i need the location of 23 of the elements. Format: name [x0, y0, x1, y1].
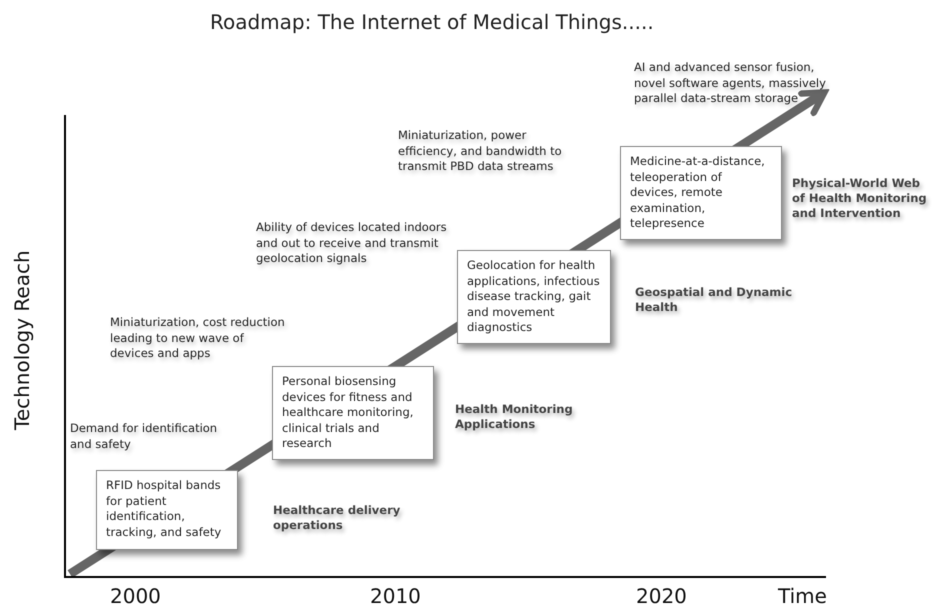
category-label: Geospatial and Dynamic Health — [635, 285, 794, 315]
driver-note: Miniaturization, cost reduction leading to new wave of devices and apps — [110, 315, 286, 362]
milestone-text: Geolocation for health applications, infectious disease tracking, gait and movement diagnostics — [467, 258, 601, 336]
driver-note: Demand for identification and safety — [70, 421, 218, 452]
milestone-box — [272, 366, 434, 460]
milestone-text: Medicine-at-a-distance, teleoperation of devices, remote examination, telepresence — [630, 154, 766, 232]
axis-title: Time — [778, 584, 827, 608]
chart-title: Roadmap: The Internet of Medical Things..... — [210, 10, 654, 34]
category-label: Health Monitoring Applications — [455, 402, 574, 432]
milestone-text: Personal biosensing devices for fitness and healthcare monitoring, clinical trials and research — [282, 374, 414, 452]
driver-note: AI and advanced sensor fusion, novel software agents, massively parallel data-stream storage — [634, 60, 827, 107]
milestone-text: RFID hospital bands for patient identification, tracking, and safety — [106, 478, 222, 540]
driver-note: Miniaturization, power efficiency, and bandwidth to transmit PBD data streams — [398, 128, 563, 175]
year-tick-label: 2000 — [110, 584, 161, 608]
category-label: Healthcare delivery operations — [273, 503, 402, 533]
driver-note: Ability of devices located indoors and out to receive and transmit geolocation signals — [256, 220, 448, 267]
year-tick-label: 2020 — [636, 584, 687, 608]
year-tick-label: 2010 — [370, 584, 421, 608]
milestone-box — [96, 470, 238, 550]
milestone-box — [620, 146, 782, 240]
milestone-box — [457, 250, 611, 344]
axis-title: Technology Reach — [10, 250, 34, 430]
category-label: Physical-World Web of Health Monitoring and Intervention — [792, 176, 928, 221]
